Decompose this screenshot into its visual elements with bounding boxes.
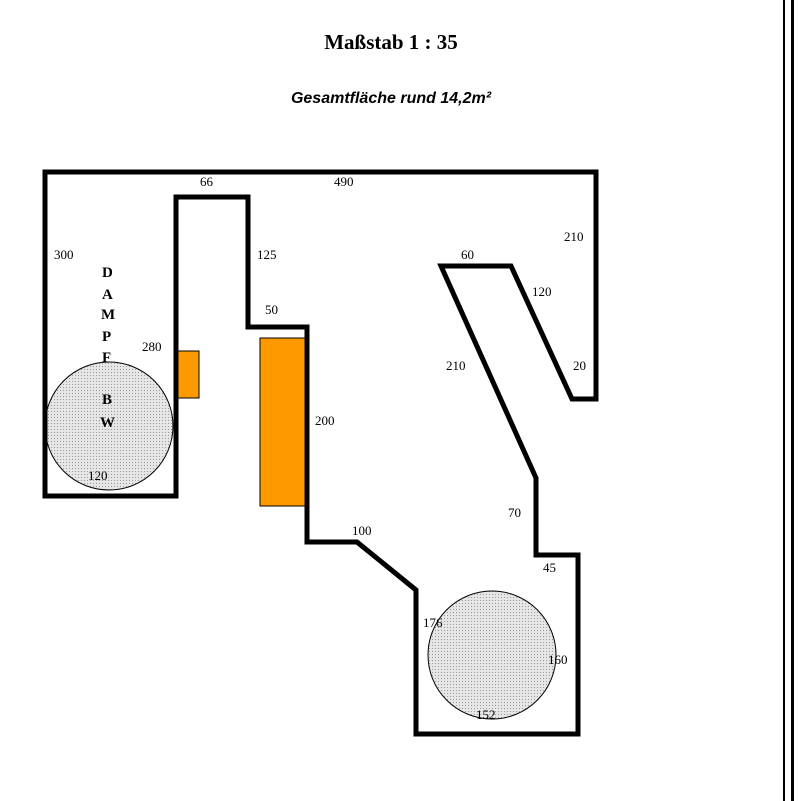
small-orange-element <box>175 350 200 399</box>
dim-label: 152 <box>476 707 496 722</box>
vertical-label: D A M P F B W <box>100 265 116 431</box>
label-letter: D <box>102 265 114 281</box>
dim-label: 60 <box>461 247 474 262</box>
dim-label: 66 <box>200 174 214 189</box>
dim-label: 160 <box>548 652 568 667</box>
label-letter: P <box>102 329 112 345</box>
dim-label: 210 <box>564 229 584 244</box>
dim-label: 70 <box>508 505 521 520</box>
label-letter: A <box>102 287 114 303</box>
scale-title: Maßstab 1 : 35 <box>324 30 458 54</box>
dim-label: 120 <box>88 468 108 483</box>
dim-label: 210 <box>446 358 466 373</box>
dim-label: 20 <box>573 358 586 373</box>
label-letter: M <box>101 307 116 323</box>
dim-label: 50 <box>265 302 278 317</box>
tall-orange-element <box>259 337 307 507</box>
area-subtitle: Gesamtfläche rund 14,2m² <box>290 90 492 107</box>
shower-area-right <box>427 590 557 720</box>
dim-label: 200 <box>315 413 335 428</box>
label-letter: B <box>102 392 113 408</box>
page-edge-border <box>783 0 798 801</box>
dim-label: 300 <box>54 247 74 262</box>
dim-label: 176 <box>423 615 443 630</box>
label-letter: W <box>100 415 116 431</box>
dim-label: 125 <box>257 247 277 262</box>
dim-label: 100 <box>352 523 372 538</box>
label-letter: F <box>102 350 112 366</box>
dim-label: 280 <box>142 339 162 354</box>
wall-outline-main <box>42 169 599 737</box>
dim-label: 45 <box>543 560 556 575</box>
dimension-labels: 66 490 300 125 210 60 120 50 280 210 20 … <box>54 174 586 722</box>
dim-label: 490 <box>334 174 354 189</box>
dim-label: 120 <box>532 284 552 299</box>
